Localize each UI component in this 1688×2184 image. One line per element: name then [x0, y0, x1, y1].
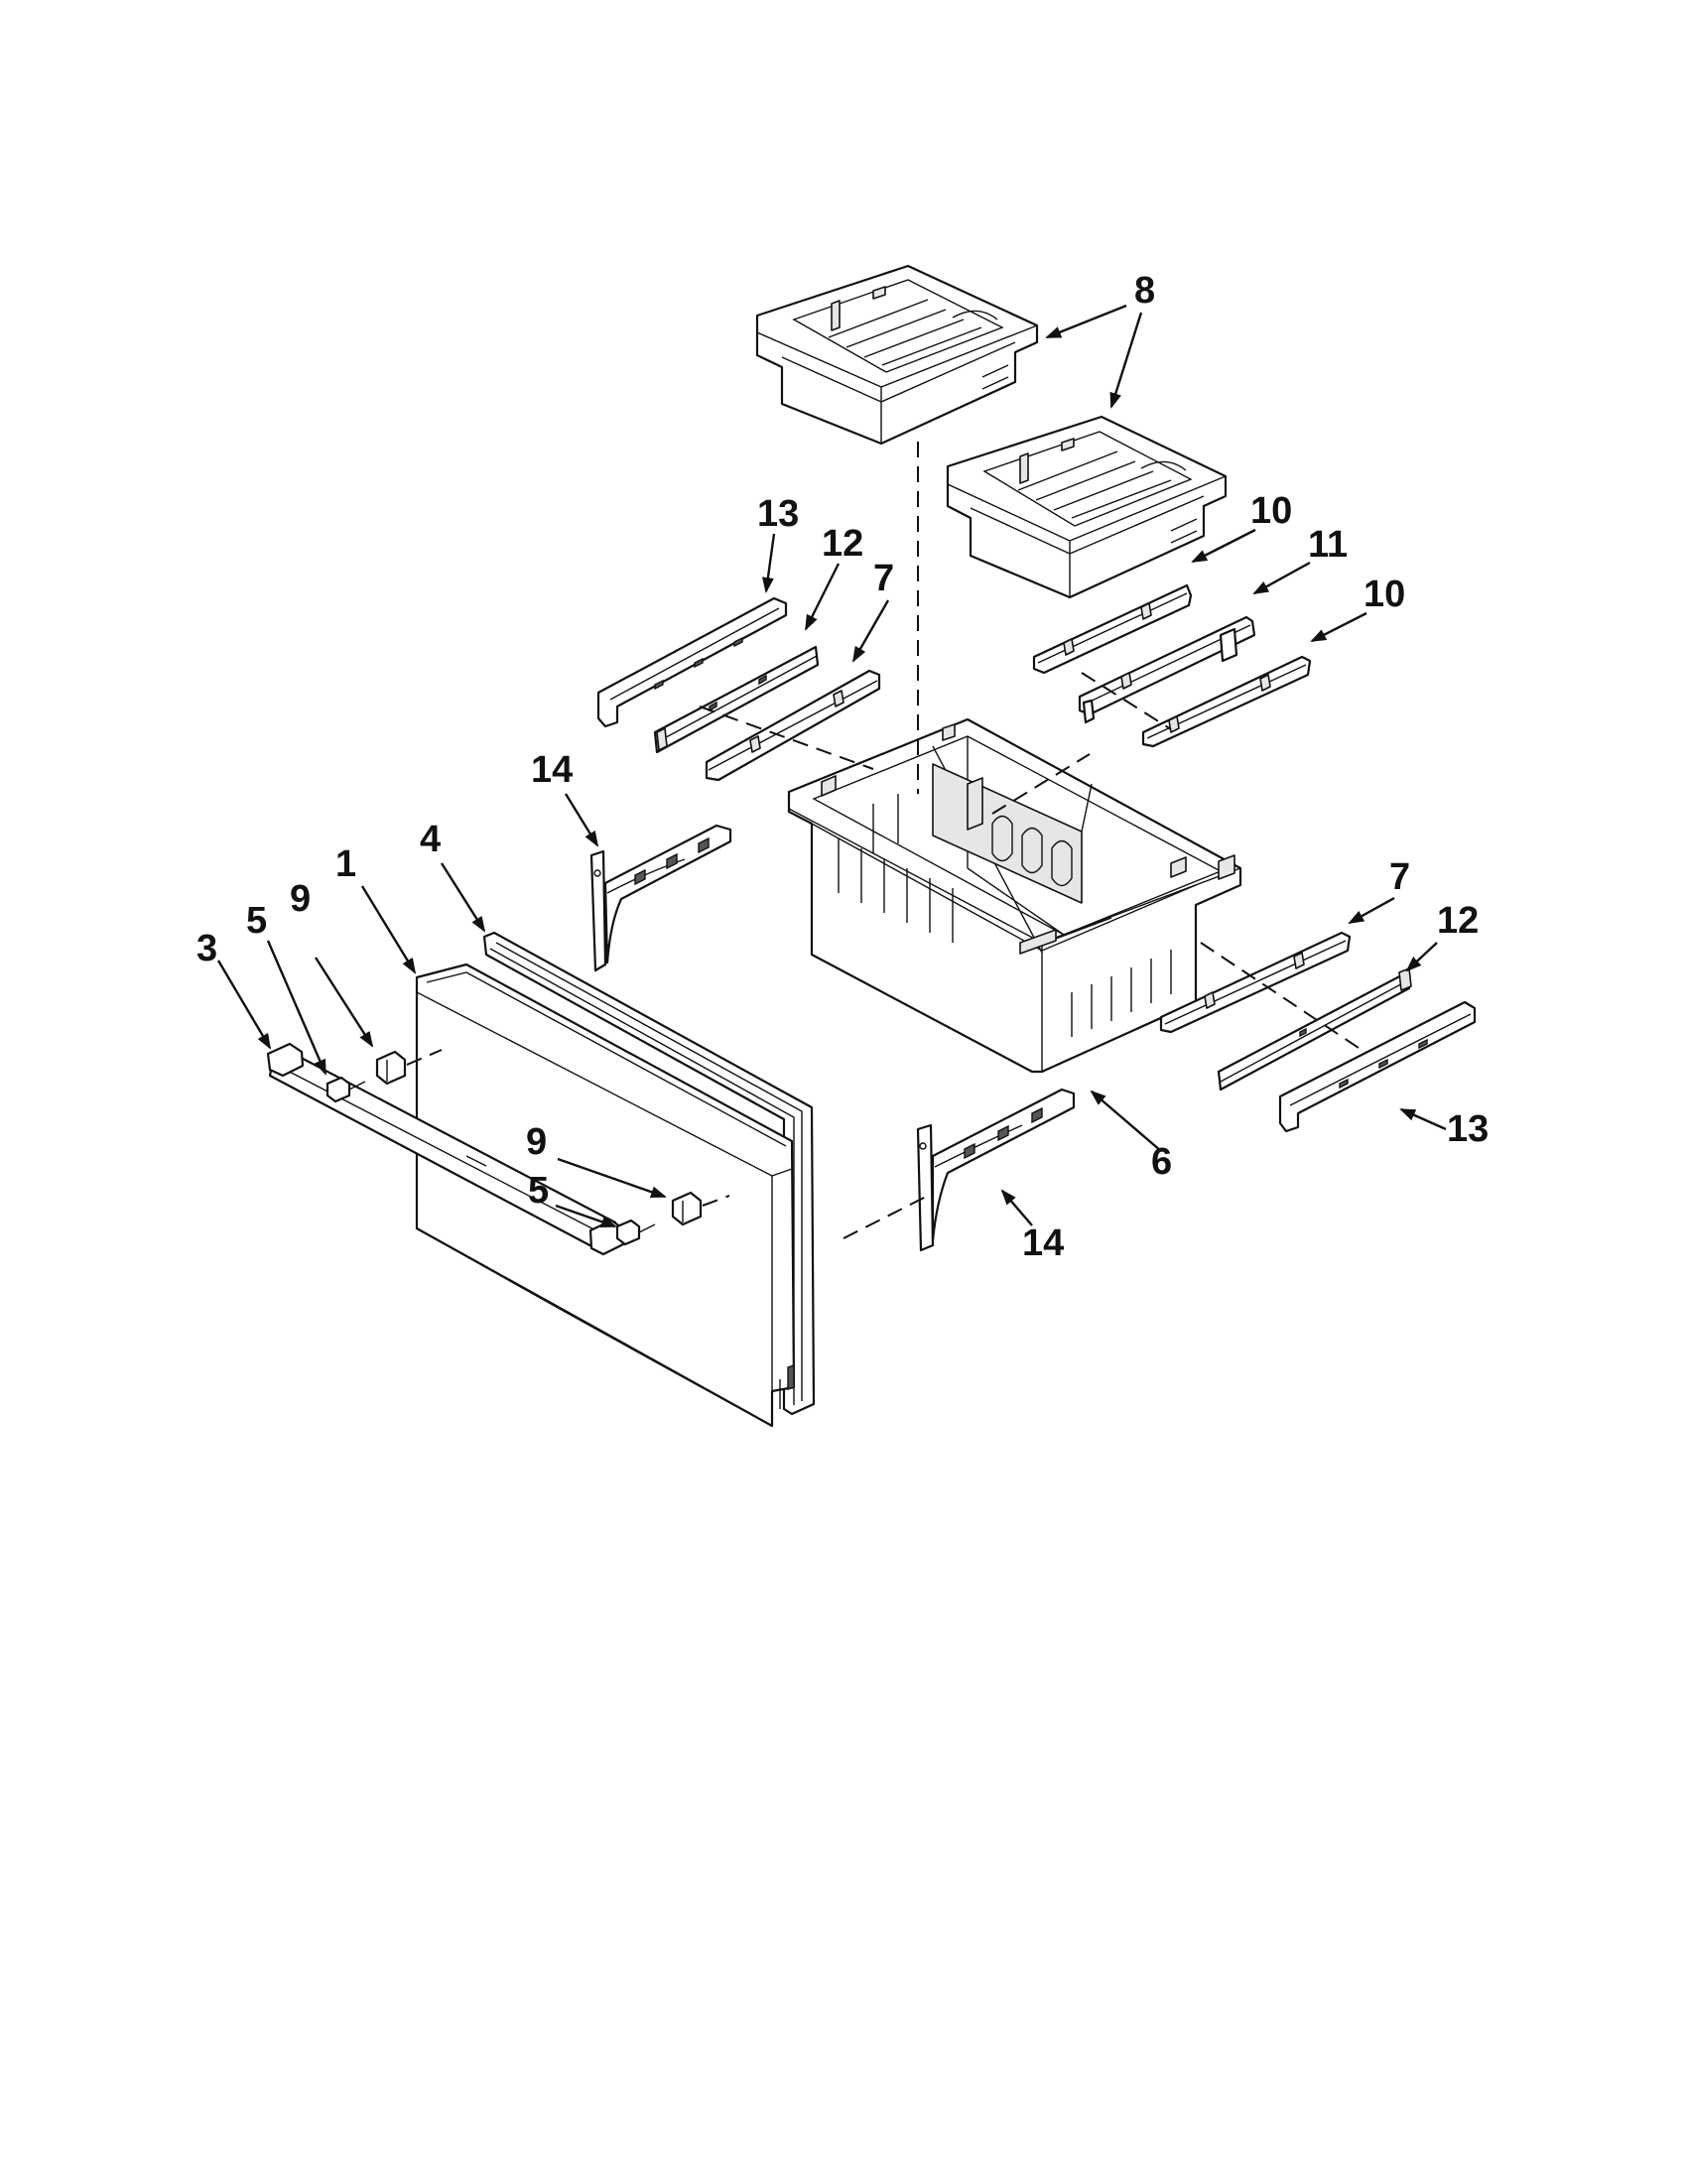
handle-spacer-9-right: [671, 1191, 703, 1226]
handle-screw-5-left: [325, 1076, 366, 1103]
callout-9-top: 9: [290, 878, 311, 920]
assembly-lines: [406, 442, 1365, 1239]
callout-9-bottom: 9: [526, 1121, 547, 1163]
callout-5-bottom: 5: [528, 1170, 549, 1212]
lower-freezer-basket: [787, 717, 1242, 1074]
callout-7-right: 7: [1389, 856, 1410, 898]
callout-8: 8: [1134, 270, 1155, 312]
callout-labels: 8 13 12 7 10 11 10 14 4 1 9 5 3 9 5 7 12…: [196, 270, 1489, 1264]
rail-cover-right-13: [1278, 1000, 1477, 1133]
rail-left-12: [653, 645, 820, 754]
callout-12-right: 12: [1437, 900, 1479, 942]
rail-cover-left-13: [596, 596, 788, 728]
callout-3: 3: [196, 928, 217, 969]
leader-arrows: [216, 304, 1447, 1228]
door-gasket: [482, 931, 816, 1416]
rail-left-7: [705, 669, 881, 782]
callout-1: 1: [335, 843, 356, 885]
door-handle: [266, 1042, 625, 1256]
callout-14-right: 14: [1022, 1222, 1064, 1264]
callout-13-right: 13: [1447, 1108, 1489, 1150]
callout-6: 6: [1151, 1141, 1172, 1183]
callout-10-right: 10: [1363, 574, 1405, 615]
callout-11: 11: [1308, 524, 1348, 566]
callout-13-top: 13: [757, 493, 799, 535]
rail-upper-right-11: [1078, 615, 1256, 724]
upper-basket-left: [755, 264, 1039, 446]
rail-lower-right-7: [1159, 931, 1352, 1034]
freezer-drawer-door: [415, 963, 796, 1428]
bracket-left-14: [589, 824, 732, 972]
handle-screw-5-right: [615, 1219, 656, 1246]
callout-14-left: 14: [531, 749, 573, 791]
callout-4: 4: [420, 819, 441, 860]
handle-spacer-9-left: [375, 1050, 407, 1086]
rail-upper-right-10a: [1032, 583, 1193, 675]
rail-lower-right-12: [1217, 967, 1412, 1092]
upper-basket-right: [946, 415, 1228, 599]
callout-5-top: 5: [246, 900, 267, 942]
callout-12-top: 12: [822, 523, 863, 565]
rail-upper-right-10b: [1141, 655, 1312, 748]
callout-7-top: 7: [873, 558, 894, 599]
bracket-right-14: [916, 1088, 1076, 1252]
callout-10-top: 10: [1250, 490, 1292, 532]
